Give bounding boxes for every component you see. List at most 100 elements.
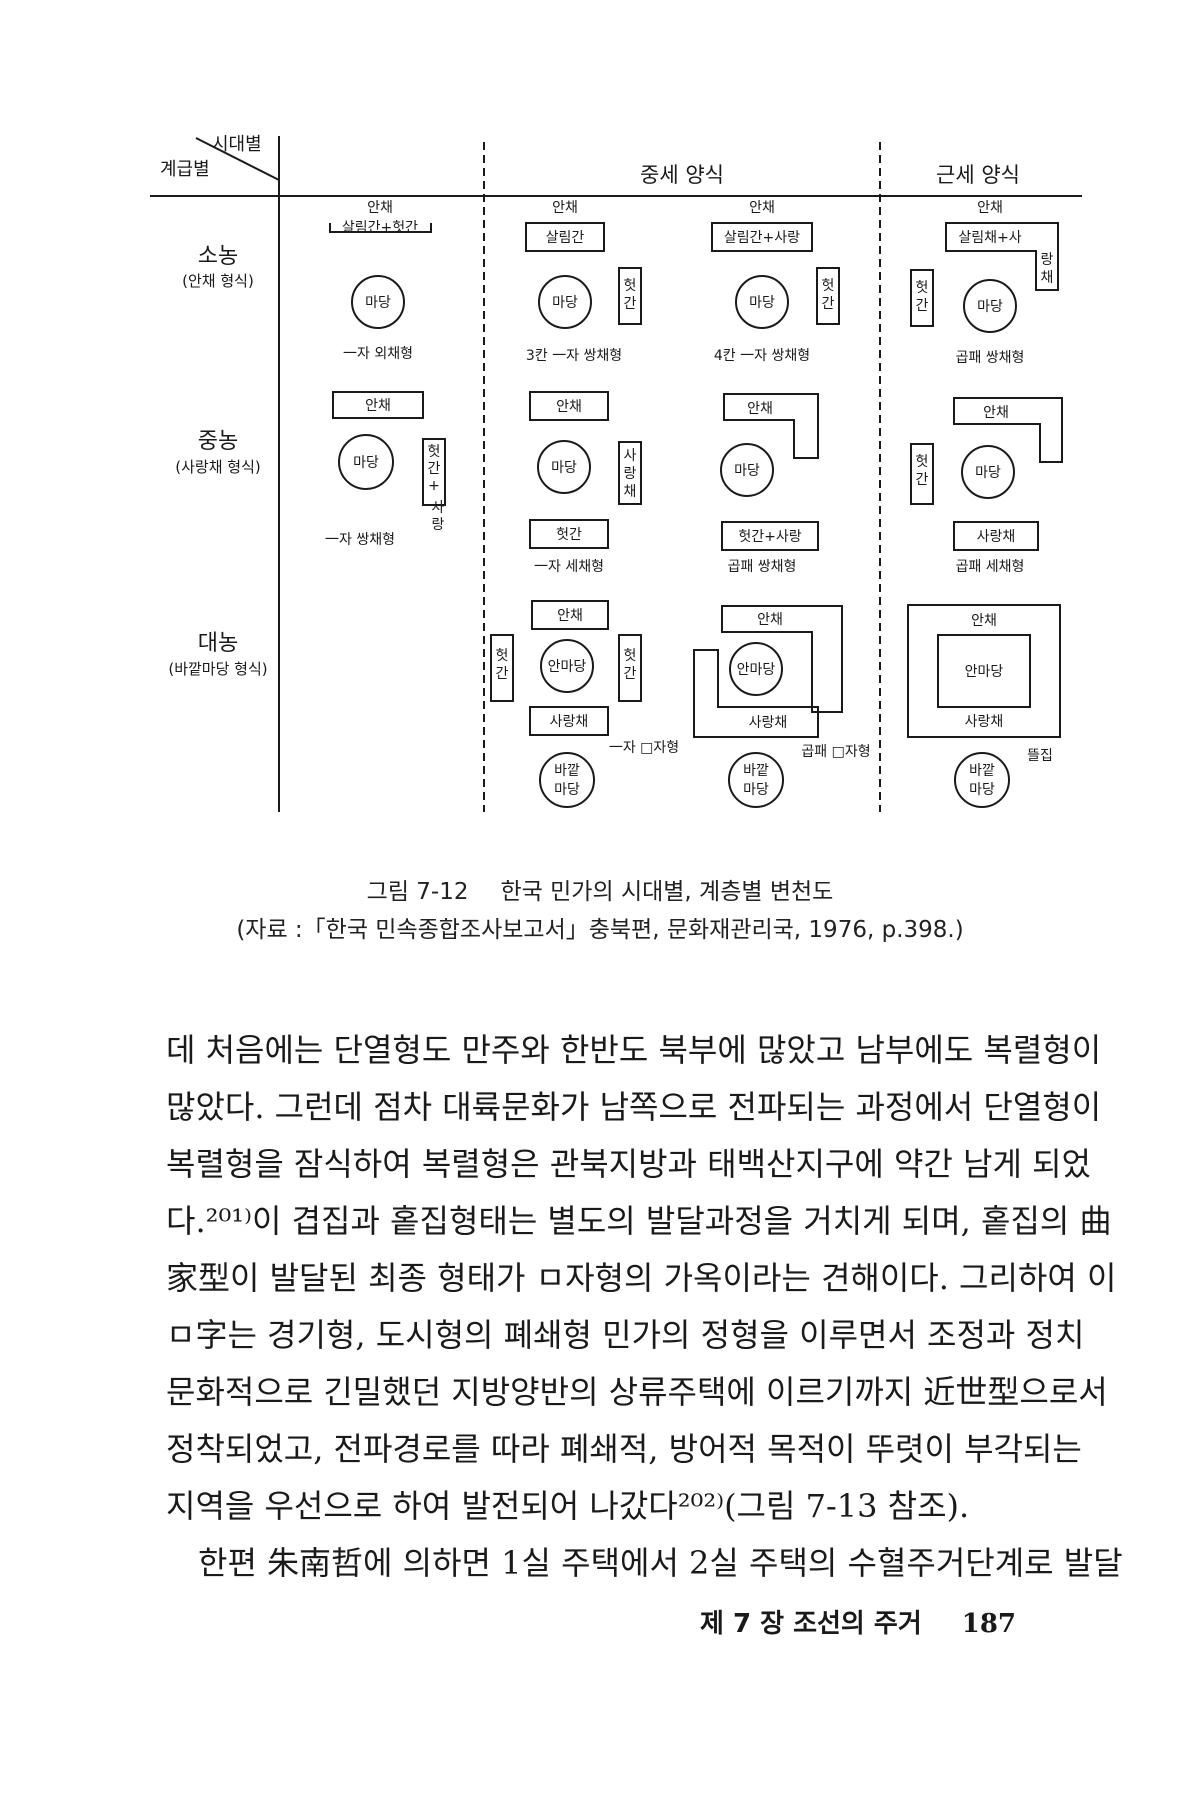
bakkat-label-2: 마당 bbox=[969, 782, 995, 798]
bakkat-madang-circle bbox=[954, 752, 1010, 808]
heotgan-label-2: 간 bbox=[496, 666, 509, 682]
anchae-label: 안채 bbox=[749, 200, 775, 216]
class-label: 계급별 bbox=[160, 159, 210, 180]
body-text: 데 처음에는 단열형도 만주와 한반도 북부에 많았고 남부에도 복렬형이 많았… bbox=[166, 1022, 1123, 1592]
heotgan-sarang-label: 헛간+사랑 bbox=[738, 529, 801, 545]
heotgan-label-1: 헛 bbox=[916, 280, 929, 296]
madang-circle bbox=[538, 275, 592, 329]
heotgan-label-1: 헛 bbox=[916, 454, 929, 470]
block-sarim-sarang bbox=[711, 222, 813, 252]
sarimgan-label: 살림간 bbox=[546, 230, 585, 246]
block-ttuljip-inner bbox=[937, 634, 1031, 708]
an-madang-label: 안마당 bbox=[548, 659, 587, 675]
block-sarimgan bbox=[525, 222, 605, 252]
anchae-label: 안채 bbox=[747, 401, 773, 417]
block-sarangchae bbox=[618, 441, 642, 505]
block-ttuljip-outer bbox=[907, 604, 1061, 738]
body-line: 문화적으로 긴밀했던 지방양반의 상류주택에 이르기까지 近世型으로서 bbox=[166, 1373, 1108, 1411]
body-line: 지역을 우선으로 하여 발전되어 나갔다²⁰²⁾(그림 7-13 참조). bbox=[166, 1487, 970, 1525]
heotgan-sarang-v-2: 간 bbox=[428, 461, 441, 477]
madang-label: 마당 bbox=[551, 460, 577, 476]
ttuljip-label: 뜰집 bbox=[1027, 748, 1053, 764]
madang-circle bbox=[720, 443, 774, 497]
an-madang-label: 안마당 bbox=[737, 662, 776, 678]
diagonal-rule bbox=[195, 137, 280, 181]
type-label-r3c3: 곱패 □자형 bbox=[801, 744, 870, 760]
bakkat-label-1: 바깥 bbox=[554, 763, 580, 779]
heotgan-label-1: 헛 bbox=[624, 278, 637, 294]
block-heotgan bbox=[910, 269, 934, 327]
anchae-label: 안채 bbox=[552, 200, 578, 216]
block-anchae bbox=[529, 391, 609, 421]
block-heotgan bbox=[910, 443, 934, 505]
madang-circle bbox=[961, 445, 1015, 499]
madang-circle bbox=[338, 434, 394, 490]
type-label-r2c2: 一자 세채형 bbox=[534, 559, 604, 575]
figure-source: (자료 :「한국 민속종합조사보고서」충북편, 문화재관리국, 1976, p.… bbox=[236, 917, 964, 943]
madang-circle bbox=[537, 440, 591, 494]
anchae-label: 안채 bbox=[365, 398, 391, 414]
madang-label: 마당 bbox=[365, 295, 391, 311]
row-label-large: 대농 bbox=[198, 631, 238, 656]
type-label-r2c4: 곱패 세채형 bbox=[956, 559, 1025, 575]
chapter-title: 제 7 장 조선의 주거 bbox=[700, 1609, 922, 1639]
bakkat-label-1: 바깥 bbox=[969, 763, 995, 779]
madang-label: 마당 bbox=[975, 465, 1001, 481]
housing-diagram: 시대별 계급별 중세 양식 근세 양식 소농 (안채 형식) 중농 (사랑채 형… bbox=[150, 134, 1082, 812]
type-label-r2c1: 一자 쌍채형 bbox=[325, 532, 395, 548]
body-line: 많았다. 그런데 점차 대륙문화가 남쪽으로 전파되는 과정에서 단열형이 bbox=[166, 1088, 1102, 1126]
sarim-sarang-label: 살림간+사랑 bbox=[724, 230, 800, 246]
bakkat-madang-circle bbox=[728, 752, 784, 808]
bakkat-label-2: 마당 bbox=[743, 782, 769, 798]
body-line: 복렬형을 잠식하여 복렬형은 관북지방과 태백산지구에 약간 남게 되었 bbox=[166, 1145, 1091, 1183]
block-sarangchae-l bbox=[693, 649, 819, 738]
type-label-r1c1: 一자 외채형 bbox=[343, 346, 413, 362]
heotgan-label-2: 간 bbox=[916, 298, 929, 314]
heotgan-sarang-v-3: + bbox=[428, 478, 440, 494]
body-line: 데 처음에는 단열형도 만주와 한반도 북부에 많았고 남부에도 복렬형이 bbox=[166, 1031, 1102, 1069]
madang-label: 마당 bbox=[552, 295, 578, 311]
sarangchae-label: 사랑채 bbox=[977, 529, 1016, 545]
block-heotgan bbox=[490, 634, 514, 702]
bakkat-label-2: 마당 bbox=[554, 782, 580, 798]
type-label-r2c3: 곱패 쌍채형 bbox=[728, 559, 797, 575]
block-heotgan bbox=[529, 519, 609, 549]
heotgan-label-1: 헛 bbox=[496, 648, 509, 664]
column-header-modern: 근세 양식 bbox=[936, 163, 1020, 187]
block-heotgan bbox=[618, 267, 642, 325]
heotgan-label-2: 간 bbox=[624, 666, 637, 682]
sarimchae-label-1: 랑 bbox=[1041, 252, 1054, 268]
era-label: 시대별 bbox=[212, 134, 262, 155]
heotgan-sarang-v-1: 헛 bbox=[428, 444, 441, 460]
type-label-r1c2: 3칸 一자 쌍채형 bbox=[526, 348, 622, 364]
block-anchae bbox=[531, 600, 609, 630]
row-sub-small: (안채 형식) bbox=[182, 272, 254, 290]
block-anchae-l bbox=[723, 393, 819, 459]
an-madang-label: 안마당 bbox=[965, 664, 1004, 680]
block-heotgan bbox=[816, 267, 840, 325]
sarangchae-label: 사랑채 bbox=[965, 714, 1004, 730]
block-heotgan-sarang bbox=[422, 438, 446, 506]
anchae-label: 안채 bbox=[556, 399, 582, 415]
body-line: ㅁ字는 경기형, 도시형의 폐쇄형 민가의 정형을 이루면서 조정과 정치 bbox=[166, 1316, 1085, 1354]
row-label-middle: 중농 bbox=[198, 429, 238, 454]
body-line: 정착되었고, 전파경로를 따라 폐쇄적, 방어적 목적이 뚜렷이 부각되는 bbox=[166, 1430, 1082, 1468]
column-header-mid: 중세 양식 bbox=[640, 163, 724, 187]
anchae-label: 안채 bbox=[977, 200, 1003, 216]
heotgan-sarang-v-5: 랑 bbox=[432, 517, 445, 533]
heotgan-label-2: 간 bbox=[916, 472, 929, 488]
body-line: 다.²⁰¹⁾이 겹집과 홑집형태는 별도의 발달과정을 거치게 되며, 홑집의 … bbox=[166, 1202, 1112, 1240]
madang-label: 마당 bbox=[977, 299, 1003, 315]
figure-title: 한국 민가의 시대별, 계층별 변천도 bbox=[500, 879, 834, 905]
anchae-label: 안채 bbox=[367, 200, 393, 216]
sarimchae-sarang-label: 살림채+사 bbox=[958, 230, 1021, 246]
row-label-small: 소농 bbox=[198, 244, 238, 269]
anchae-label: 안채 bbox=[757, 612, 783, 628]
an-madang-circle bbox=[729, 642, 783, 696]
bakkat-label-1: 바깥 bbox=[743, 763, 769, 779]
madang-label: 마당 bbox=[749, 295, 775, 311]
sarangchae-label: 사랑채 bbox=[749, 715, 788, 731]
heotgan-label-2: 간 bbox=[624, 296, 637, 312]
type-label-r1c4: 곱패 쌍채형 bbox=[956, 350, 1025, 366]
